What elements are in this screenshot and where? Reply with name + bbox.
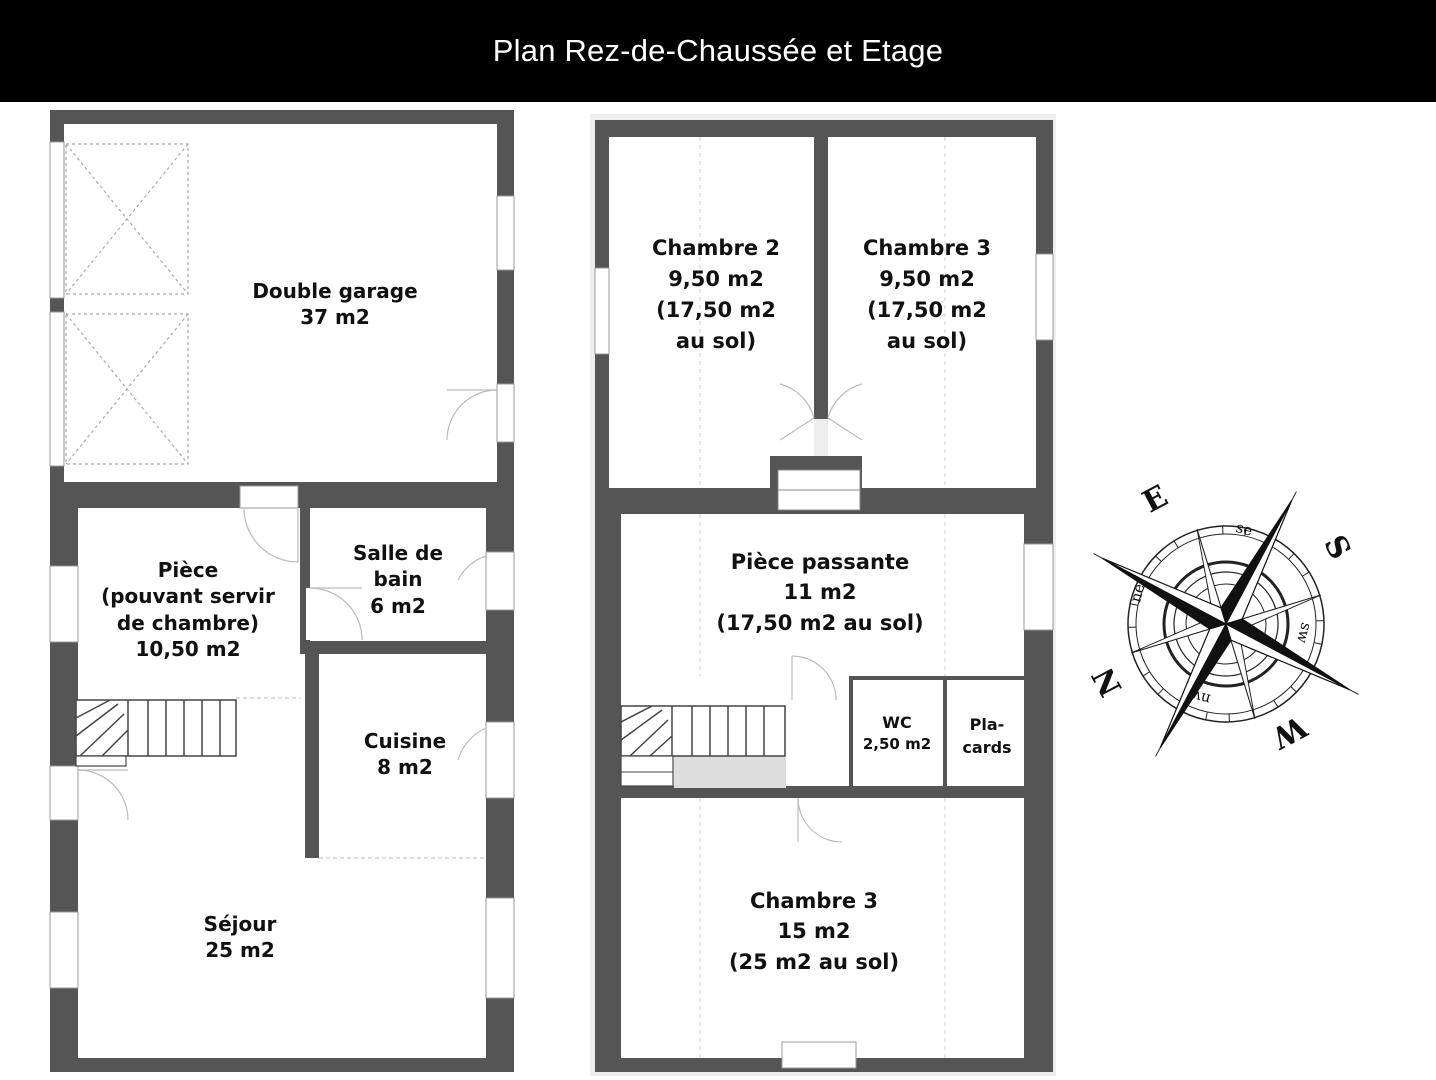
chambre3-bottom-name: Chambre 3	[750, 889, 878, 913]
piece-desc-2: de chambre)	[116, 610, 260, 635]
chambre2-label: Chambre 2 9,50 m2 (17,50 m2 au sol)	[652, 233, 780, 356]
salle-de-bain-label: Salle de bain 6 m2	[353, 540, 443, 619]
chambre2-floor-area-2: au sol)	[675, 328, 757, 353]
salle-de-bain-name-2: bain	[373, 567, 423, 592]
piece-passante-label: Pièce passante 11 m2 (17,50 m2 au sol)	[716, 547, 923, 638]
piece-area: 10,50 m2	[135, 637, 241, 662]
chambre3-bottom-area: 15 m2	[777, 919, 851, 944]
cuisine-label: Cuisine 8 m2	[364, 728, 446, 781]
sejour-name: Séjour	[203, 912, 277, 936]
chambre3-top-label: Chambre 3 9,50 m2 (17,50 m2 au sol)	[863, 233, 991, 356]
piece-name: Pièce	[157, 558, 219, 582]
chambre3-top-name: Chambre 3	[863, 236, 991, 260]
chambre3-top-floor-area-1: (17,50 m2	[867, 297, 987, 322]
placards-name-1: Pla-	[969, 715, 1005, 734]
garage-name: Double garage	[252, 279, 418, 303]
cuisine-name: Cuisine	[363, 729, 447, 753]
garage-label: Double garage 37 m2	[252, 278, 417, 331]
ground-floor-plan	[49, 110, 515, 1072]
chambre2-area: 9,50 m2	[668, 266, 764, 291]
piece-passante-name: Pièce passante	[730, 550, 910, 574]
cuisine-area: 8 m2	[377, 755, 433, 780]
sejour-area: 25 m2	[205, 938, 275, 963]
wc-name: WC	[882, 713, 912, 732]
chambre3-top-floor-area-2: au sol)	[886, 328, 968, 353]
page-title: Plan Rez-de-Chaussée et Etage	[492, 33, 944, 68]
placards-label: Pla- cards	[962, 713, 1011, 759]
sejour-label: Séjour 25 m2	[204, 911, 277, 964]
salle-de-bain-area: 6 m2	[370, 593, 426, 618]
piece-label: Pièce (pouvant servir de chambre) 10,50 …	[101, 557, 275, 663]
piece-passante-floor-area: (17,50 m2 au sol)	[716, 610, 924, 635]
upper-floor-plan	[590, 114, 1056, 1076]
wc-label: WC 2,50 m2	[863, 711, 931, 756]
chambre3-top-area: 9,50 m2	[879, 266, 975, 291]
chambre3-bottom-label: Chambre 3 15 m2 (25 m2 au sol)	[729, 886, 899, 977]
chambre2-floor-area-1: (17,50 m2	[656, 297, 776, 322]
wc-area: 2,50 m2	[862, 735, 932, 754]
garage-area: 37 m2	[300, 305, 370, 330]
chambre2-name: Chambre 2	[652, 236, 780, 260]
piece-desc-1: (pouvant servir	[101, 584, 275, 609]
salle-de-bain-name-1: Salle de	[352, 541, 444, 565]
header-banner	[0, 0, 1436, 102]
chambre3-bottom-floor-area: (25 m2 au sol)	[728, 949, 900, 974]
piece-passante-area: 11 m2	[783, 580, 857, 605]
placards-name-2: cards	[962, 738, 1012, 758]
